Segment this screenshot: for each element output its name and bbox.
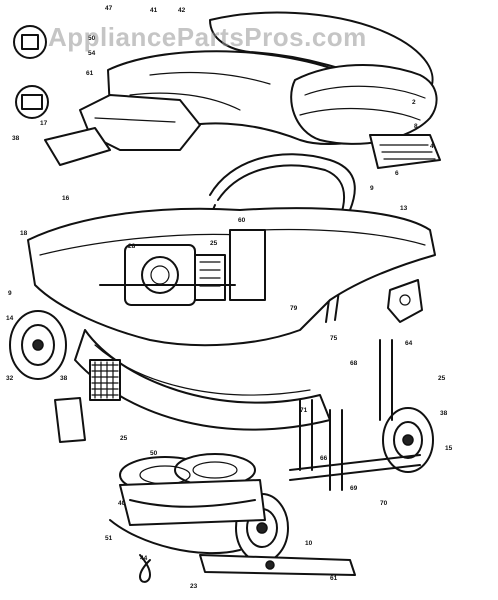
svg-text:38: 38 bbox=[60, 375, 68, 382]
fender-pan bbox=[44, 94, 201, 166]
svg-text:47: 47 bbox=[105, 5, 113, 12]
svg-text:2: 2 bbox=[412, 99, 416, 106]
svg-text:44: 44 bbox=[140, 555, 148, 562]
svg-text:32: 32 bbox=[6, 375, 14, 382]
svg-text:51: 51 bbox=[105, 535, 113, 542]
svg-text:54: 54 bbox=[88, 50, 96, 57]
svg-text:8: 8 bbox=[414, 123, 418, 130]
svg-text:41: 41 bbox=[150, 7, 158, 14]
svg-text:61: 61 bbox=[86, 70, 94, 77]
svg-text:13: 13 bbox=[400, 205, 408, 212]
svg-text:15: 15 bbox=[445, 445, 453, 452]
svg-text:38: 38 bbox=[440, 410, 448, 417]
svg-text:25: 25 bbox=[210, 240, 218, 247]
side-plate bbox=[54, 397, 86, 443]
svg-text:18: 18 bbox=[20, 230, 28, 237]
svg-text:17: 17 bbox=[40, 120, 48, 127]
svg-text:38: 38 bbox=[12, 135, 20, 142]
svg-text:16: 16 bbox=[62, 195, 70, 202]
svg-text:61: 61 bbox=[330, 575, 338, 582]
cutting-blade bbox=[199, 554, 356, 576]
bracket-right bbox=[387, 279, 423, 323]
svg-text:70: 70 bbox=[380, 500, 388, 507]
svg-text:42: 42 bbox=[178, 7, 186, 14]
svg-text:64: 64 bbox=[405, 340, 413, 347]
svg-text:50: 50 bbox=[88, 35, 96, 42]
svg-text:40: 40 bbox=[118, 500, 126, 507]
svg-text:6: 6 bbox=[395, 170, 399, 177]
svg-text:25: 25 bbox=[438, 375, 446, 382]
svg-text:9: 9 bbox=[8, 290, 12, 297]
wheel-front-left bbox=[9, 310, 67, 380]
svg-text:66: 66 bbox=[320, 455, 328, 462]
svg-text:4: 4 bbox=[430, 143, 434, 150]
svg-text:75: 75 bbox=[330, 335, 338, 342]
svg-text:68: 68 bbox=[350, 360, 358, 367]
svg-text:9: 9 bbox=[370, 185, 374, 192]
axle-assembly bbox=[289, 339, 421, 491]
svg-text:69: 69 bbox=[350, 485, 358, 492]
belt bbox=[109, 519, 241, 583]
wheel-front-right bbox=[382, 407, 434, 473]
latch-parts bbox=[13, 25, 49, 119]
svg-text:10: 10 bbox=[305, 540, 313, 547]
svg-text:25: 25 bbox=[120, 435, 128, 442]
svg-text:50: 50 bbox=[150, 450, 158, 457]
svg-text:60: 60 bbox=[238, 217, 246, 224]
svg-text:79: 79 bbox=[290, 305, 298, 312]
engine-grille bbox=[89, 359, 121, 401]
blade-housing bbox=[119, 453, 266, 526]
svg-text:14: 14 bbox=[6, 315, 14, 322]
svg-text:28: 28 bbox=[128, 243, 136, 250]
svg-text:23: 23 bbox=[190, 583, 198, 590]
engine-block bbox=[99, 229, 266, 306]
svg-text:71: 71 bbox=[300, 407, 308, 414]
